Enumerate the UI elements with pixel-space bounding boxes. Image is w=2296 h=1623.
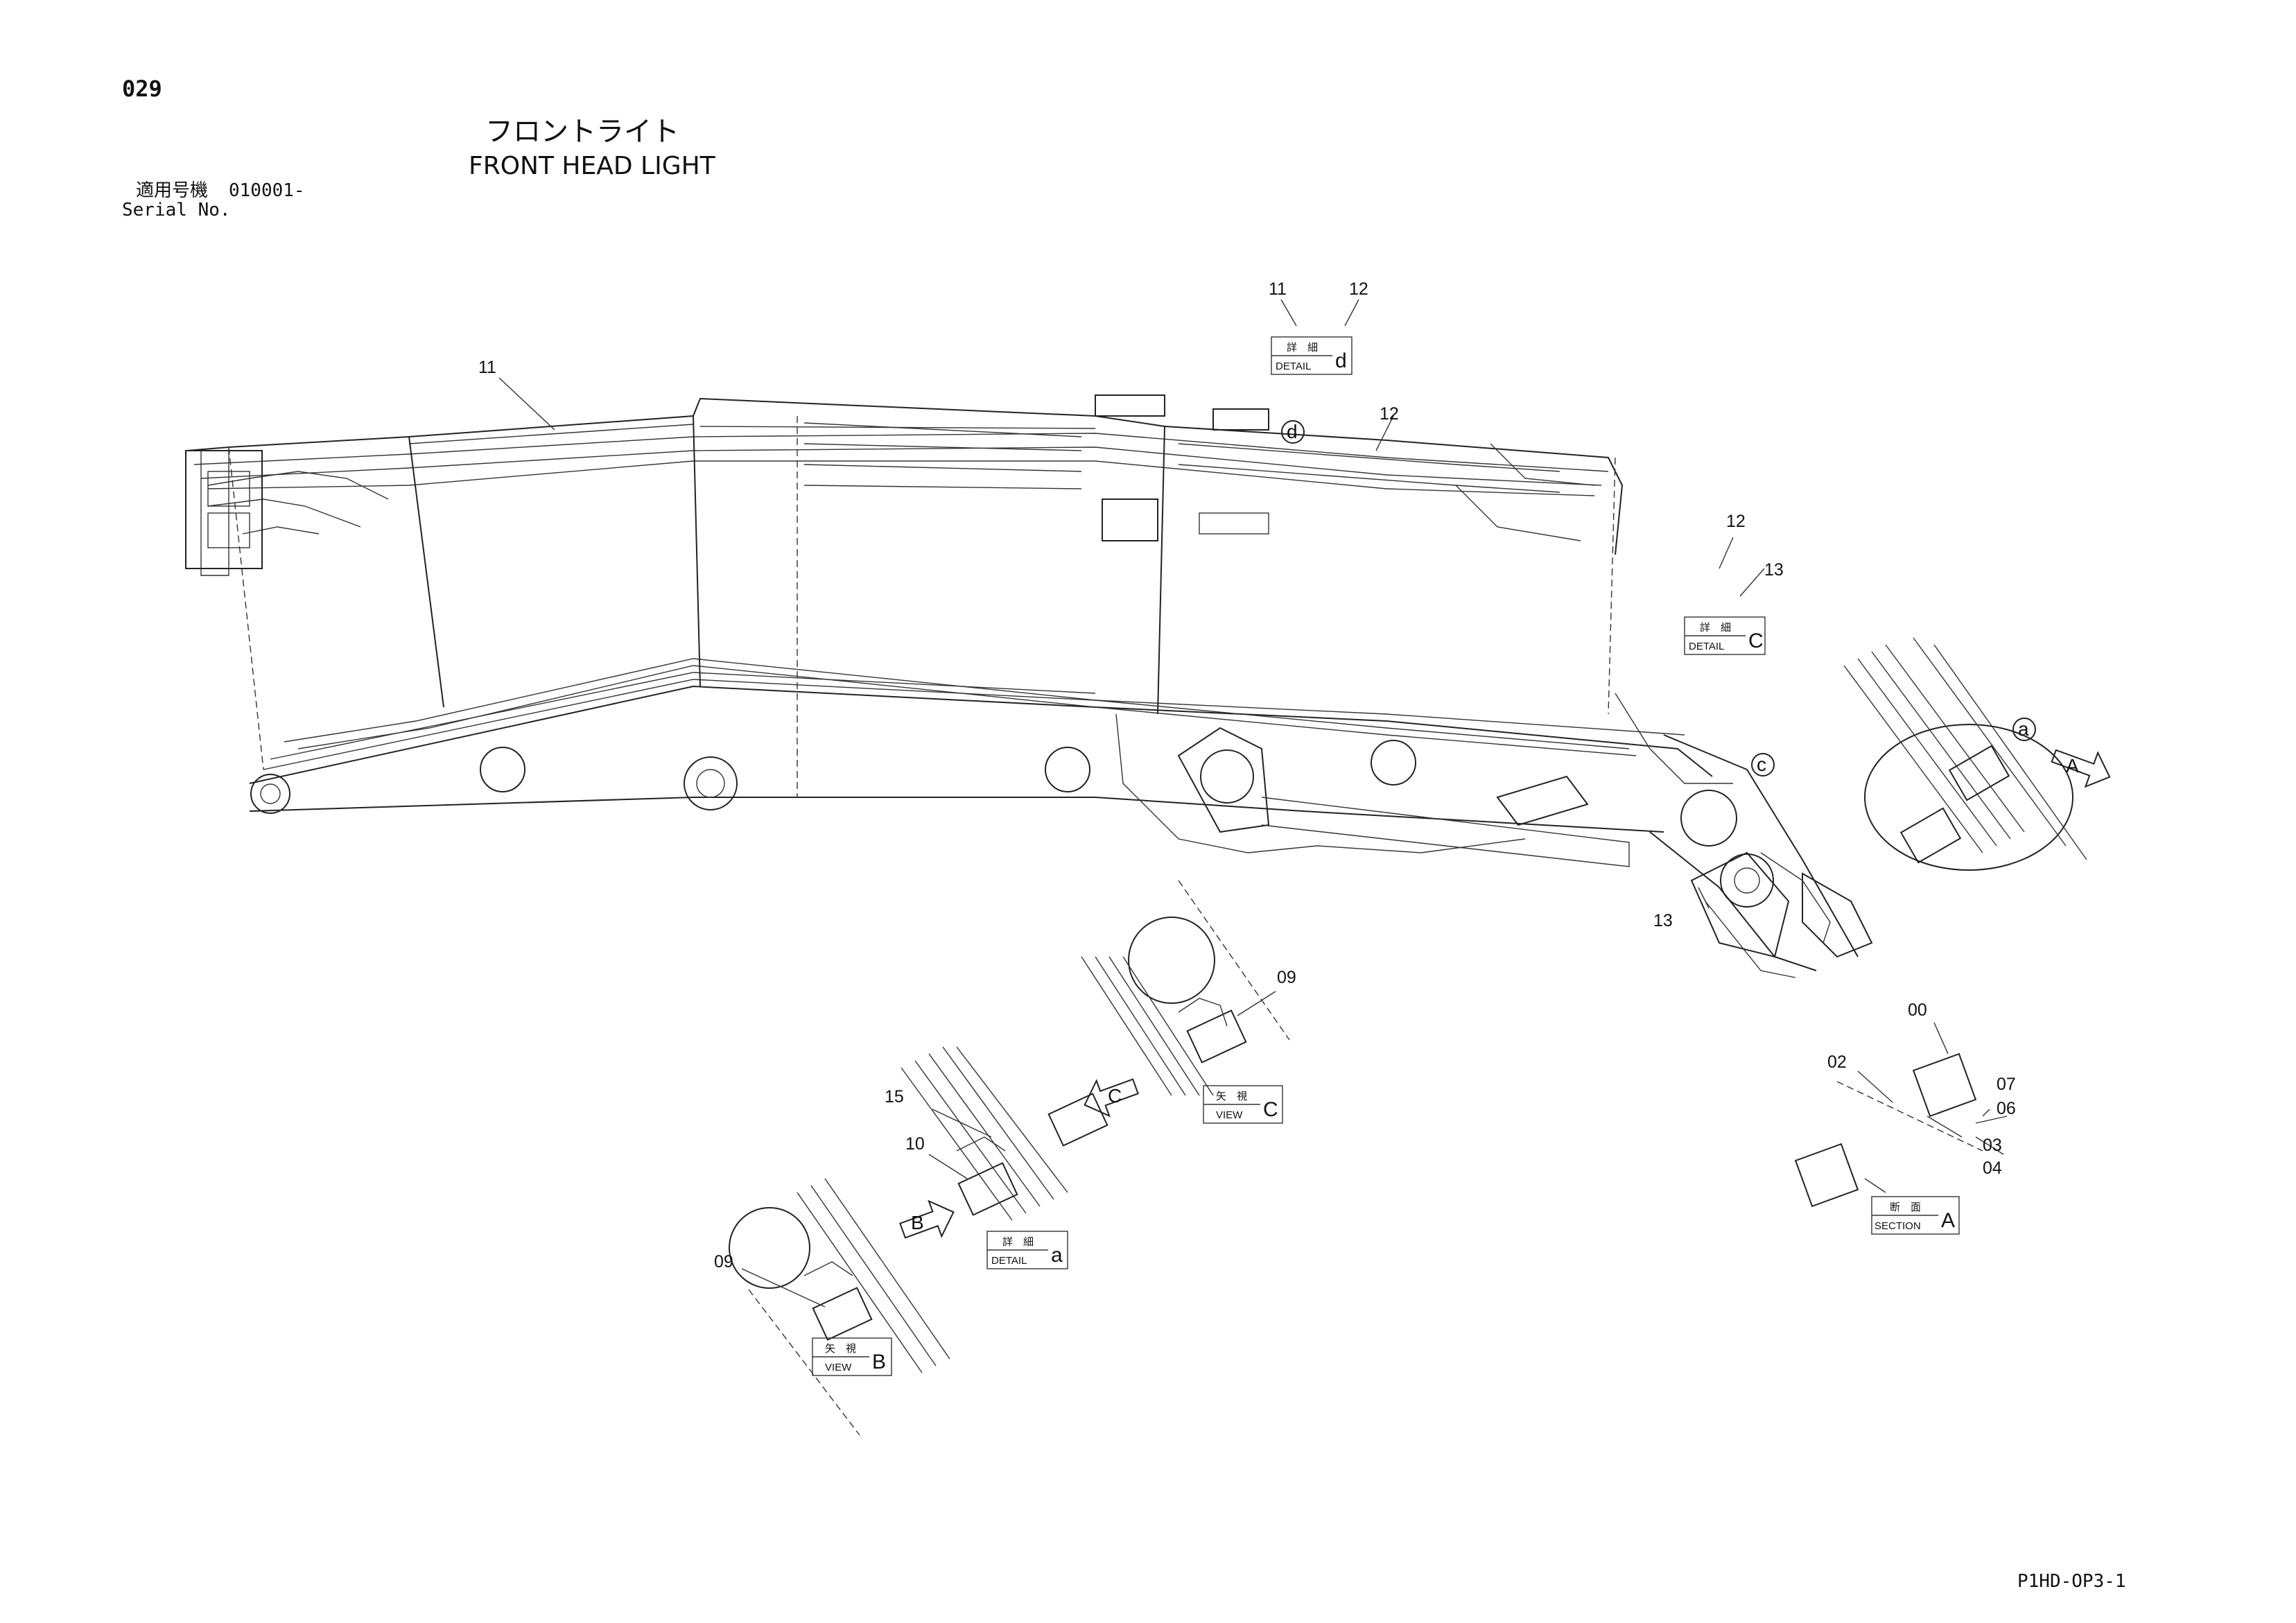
callout-detail-10: 10 — [905, 1134, 925, 1154]
view-arrow-a: A — [2051, 749, 2111, 788]
drawing-code: P1HD-OP3-1 — [2017, 1571, 2126, 1592]
page-number: 029 — [122, 76, 162, 102]
svg-text:DETAIL: DETAIL — [991, 1255, 1027, 1267]
callout-section-00: 00 — [1908, 1000, 1927, 1020]
svg-text:DETAIL: DETAIL — [1276, 361, 1311, 372]
svg-text:a: a — [1051, 1244, 1063, 1267]
callout-section-07: 07 — [1997, 1075, 2016, 1094]
serial-label-japanese: 適用号機 — [136, 180, 209, 201]
callout-top-12: 12 — [1349, 279, 1368, 299]
svg-text:DETAIL: DETAIL — [1689, 641, 1724, 652]
label-box-detail-c: 詳 細 DETAIL C — [1684, 616, 1766, 655]
callout-c-12: 12 — [1726, 512, 1746, 531]
view-arrow-c: C — [1084, 1078, 1139, 1118]
svg-text:d: d — [1287, 421, 1298, 442]
svg-text:a: a — [2018, 718, 2029, 740]
label-box-view-b: 矢 視 VIEW B — [812, 1337, 892, 1376]
svg-text:VIEW: VIEW — [1216, 1109, 1243, 1121]
svg-text:SECTION: SECTION — [1875, 1220, 1921, 1232]
svg-text:B: B — [911, 1212, 924, 1233]
callout-mid-12: 12 — [1380, 404, 1399, 424]
boom-outline — [185, 394, 1873, 978]
svg-text:矢 視: 矢 視 — [825, 1343, 856, 1355]
section-a-drawing — [1794, 1052, 1983, 1208]
callout-view-b-09: 09 — [714, 1252, 733, 1272]
svg-text:詳 細: 詳 細 — [1002, 1236, 1034, 1248]
callout-view-c-09: 09 — [1277, 968, 1296, 987]
marker-circle-a: a — [2012, 718, 2036, 741]
label-box-detail-d: 詳 細 DETAIL d — [1271, 336, 1353, 375]
svg-text:A: A — [2066, 755, 2079, 776]
svg-text:C: C — [1748, 630, 1764, 652]
callout-section-02: 02 — [1827, 1052, 1847, 1072]
callout-section-03: 03 — [1983, 1136, 2002, 1155]
view-c-drawing — [1081, 880, 1290, 1096]
callout-c-13: 13 — [1764, 560, 1784, 580]
svg-text:詳 細: 詳 細 — [1700, 622, 1731, 634]
label-box-section-a: 断 面 SECTION A — [1871, 1196, 1960, 1235]
label-box-detail-a: 詳 細 DETAIL a — [986, 1231, 1068, 1269]
label-box-view-c: 矢 視 VIEW C — [1203, 1085, 1283, 1124]
view-arrow-b: B — [899, 1199, 955, 1239]
svg-text:矢 視: 矢 視 — [1216, 1091, 1247, 1102]
callout-detail-15: 15 — [885, 1087, 904, 1106]
callout-mid-11: 11 — [478, 358, 496, 377]
callout-bottom-13: 13 — [1653, 911, 1673, 930]
callout-top-11: 11 — [1269, 279, 1287, 299]
svg-text:c: c — [1757, 754, 1766, 775]
view-b-drawing — [729, 1178, 950, 1436]
svg-text:A: A — [1941, 1209, 1955, 1232]
callout-section-06: 06 — [1997, 1099, 2016, 1118]
svg-text:d: d — [1335, 349, 1347, 372]
svg-text:B: B — [872, 1351, 886, 1373]
title-japanese: フロントライト — [485, 116, 679, 148]
svg-text:VIEW: VIEW — [825, 1362, 852, 1373]
svg-text:詳 細: 詳 細 — [1287, 342, 1318, 354]
marker-circle-c: c — [1751, 753, 1775, 776]
leader-lines — [498, 299, 2008, 1308]
marker-circle-d: d — [1281, 420, 1305, 444]
serial-value: 010001- — [229, 180, 305, 201]
svg-text:C: C — [1263, 1098, 1278, 1121]
title-english: FRONT HEAD LIGHT — [469, 152, 715, 180]
detail-a-drawing — [901, 1046, 1108, 1221]
detail-a-view — [1843, 637, 2087, 871]
serial-label-english: Serial No. — [122, 200, 231, 220]
svg-text:断 面: 断 面 — [1890, 1201, 1921, 1213]
callout-section-04: 04 — [1983, 1158, 2002, 1178]
svg-text:C: C — [1108, 1085, 1122, 1106]
